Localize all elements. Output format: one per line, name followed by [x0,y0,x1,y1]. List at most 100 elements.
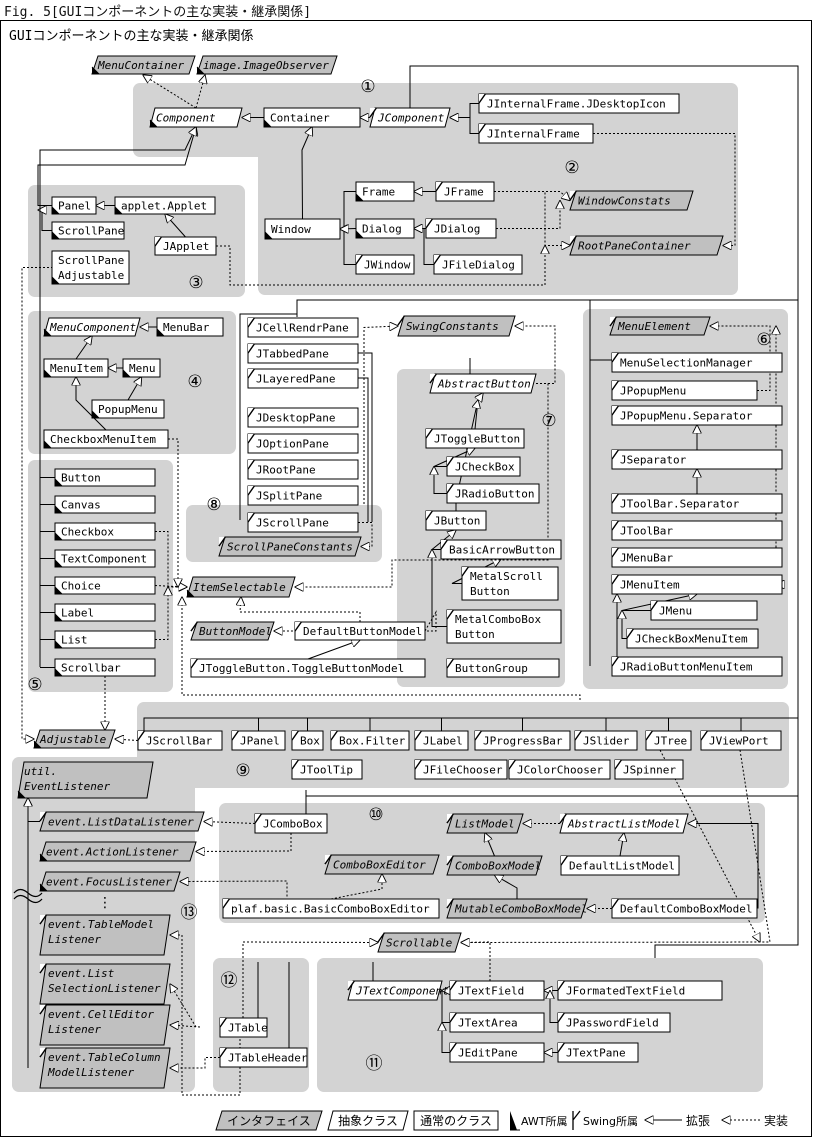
window-extends-container [301,127,312,220]
edge [196,833,292,852]
node-menubar: MenuBar [156,317,224,337]
node-label: image.ImageObserver [203,59,329,72]
node-label: JRadioButtonMenuItem [620,661,753,674]
component-implements-menucontainer [143,75,197,109]
node-label: JTableHeader [228,1052,308,1065]
node-label: Window [271,223,311,236]
edge [115,739,139,741]
node-dialog: Dialog [355,218,415,239]
node-label: JScrollPane [256,517,329,530]
component-implements-imageobserver [195,75,205,109]
node-window: Window [264,218,341,240]
node-imageobserver: image.ImageObserver [196,55,338,75]
node-label: event.ActionListener [46,846,179,859]
node-label: JToggleButton [434,433,520,446]
edge [450,118,479,134]
node-label: Button [470,585,510,598]
node-label: MenuItem [50,362,103,375]
edge [442,1023,450,1053]
node-basicarrowbutton: BasicArrowButton [440,539,562,560]
node-jcellrendrpane: JCellRendrPane [247,317,359,338]
node-button: Button [54,468,156,487]
node-label: AbstractListModel [567,818,681,831]
node-jtree: JTree [645,730,692,751]
edge [515,326,556,384]
node-label: Listener [48,1023,101,1036]
node-label: WindowConstats [578,195,671,208]
group-number-g8: ⑧ [206,495,221,515]
node-canvas: Canvas [54,495,156,514]
node-scrollbar: Scrollbar [54,658,156,677]
node-label: JWindow [364,259,411,272]
node-abstractlistmodel: AbstractListModel [559,813,689,834]
edge [496,201,560,229]
node-label: ModelListener [47,1066,134,1079]
node-defaultlistmodel: DefaultListModel [560,855,680,876]
node-label: Box.Filter [339,735,406,748]
node-label: Panel [58,200,91,213]
node-jcheckboxmenuitem: JCheckBoxMenuItem [626,628,759,649]
node-label: ComboBoxEditor [333,859,426,872]
node-label: Button [455,628,495,641]
node-jpopupmenuseparator: JPopupMenu.Separator [611,405,783,426]
node-label: util. [24,765,57,778]
node-scrollable: Scrollable [377,932,462,953]
node-jprogressbar: JProgressBar [474,730,571,751]
node-label: JComboBox [263,818,323,831]
edge [75,336,92,360]
node-comboboxeditor: ComboBoxEditor [324,854,440,875]
node-label: Scrollbar [61,662,121,675]
legend-interface: インタフェイス [227,1114,311,1128]
node-choice: Choice [54,576,156,595]
connector [239,313,297,520]
node-label: ScrollPane [58,254,124,267]
node-jframe: JFrame [435,181,495,202]
node-label: Choice [61,580,101,593]
node-label: JColorChooser [517,764,603,777]
node-menucontainer: MenuContainer [91,55,196,75]
node-jinternalframejdesktopicon: JInternalFrame.JDesktopIcon [478,93,680,114]
node-label: JPasswordField [566,1017,659,1030]
node-label: JLabel [423,735,463,748]
figure-label: Fig. 5[GUIコンポーネントの主な実装・継承関係] [4,5,312,20]
node-label: JToolTip [300,764,353,777]
edge [485,833,495,857]
node-label: event.ListDataListener [48,816,194,829]
node-joptionpane: JOptionPane [247,433,359,454]
awt-controls-extend-component [39,127,196,478]
group-number-g9: ⑨ [235,761,250,781]
edge [240,597,361,622]
connector [358,377,369,522]
node-label: MutableComboBoxModel [454,903,587,916]
node-label: event.FocusListener [46,876,172,889]
legend-awt-mark [510,1111,517,1130]
node-comboboxmodel: ComboBoxModel [446,855,543,876]
node-label: applet.Applet [121,200,207,213]
node-jtextarea: JTextArea [449,1012,545,1033]
legend-extends: 拡張 [686,1114,710,1128]
node-label: JInternalFrame [487,128,580,141]
node-listmodel: ListModel [446,813,524,834]
node-jtable: JTable [219,1017,268,1038]
node-list: List [54,630,156,649]
node-label: Box [300,735,320,748]
node-menu: Menu [122,358,161,378]
node-label: ScrollPaneConstants [227,541,353,554]
edge [340,229,356,265]
node-label: MenuComponent [49,321,136,334]
node-label: DefaultButtonModel [303,625,422,638]
edge [330,874,382,900]
edge [461,749,771,943]
edge [307,640,360,660]
node-jdesktoppane: JDesktopPane [247,407,359,428]
node-label: EventListener [24,780,110,793]
node-label: plaf.basic.BasicComboBoxEditor [231,903,430,916]
edge [168,438,178,587]
node-label: JComponent [377,112,445,125]
node-label: JRadioButton [455,488,534,501]
node-jseparator: JSeparator [611,449,783,470]
node-adjustable: Adjustable [33,729,116,749]
